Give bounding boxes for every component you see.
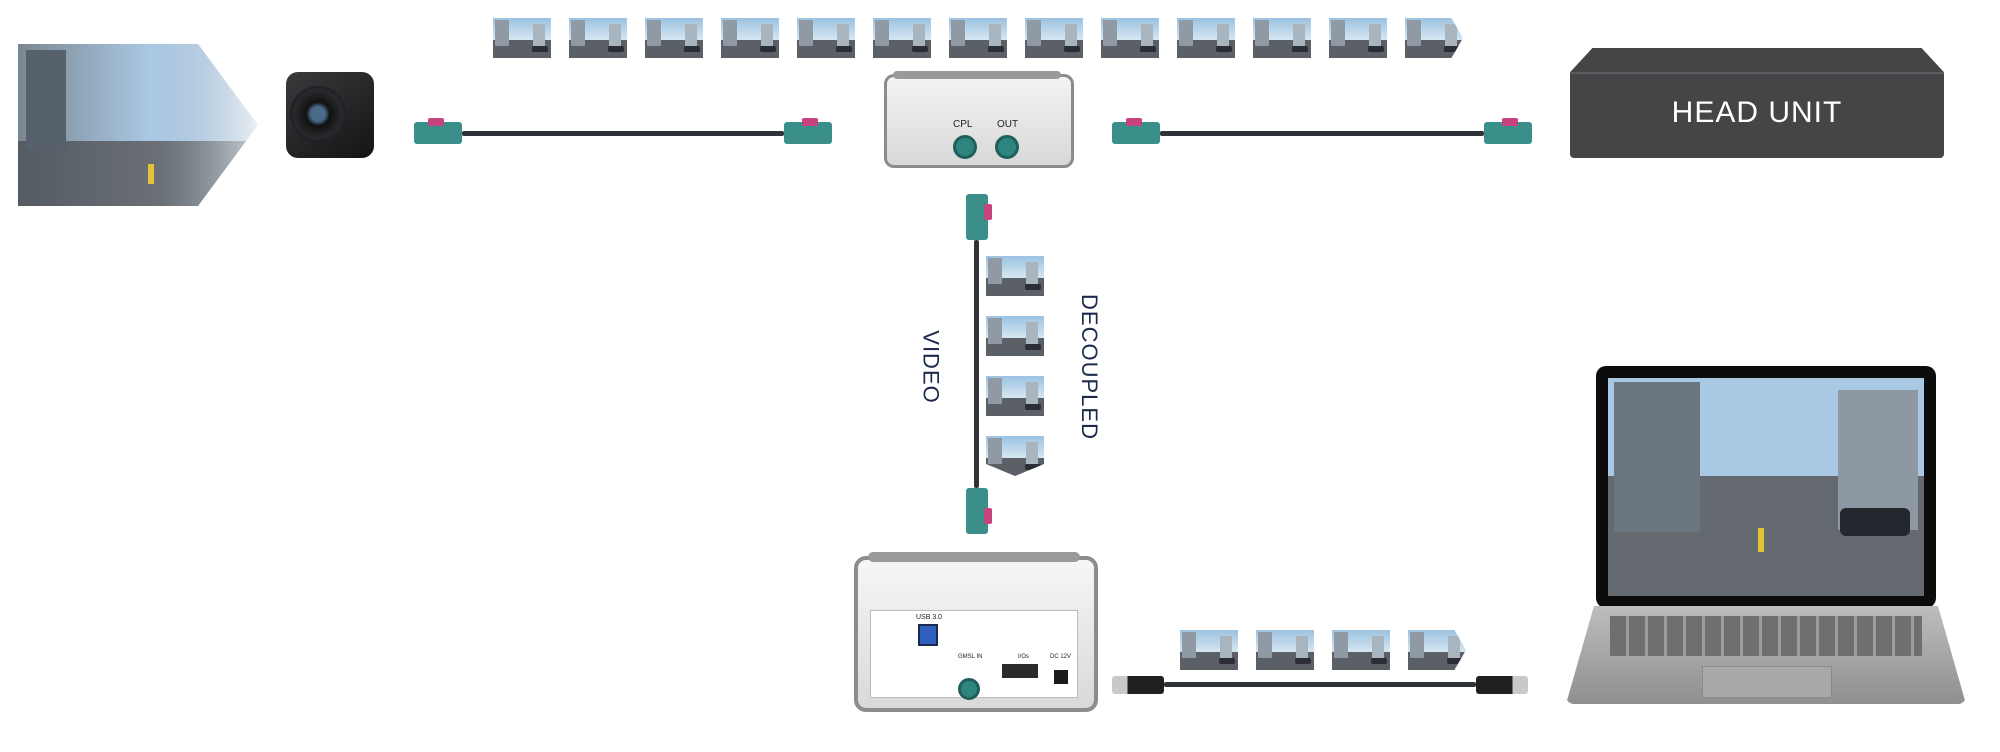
fakra-connector-icon bbox=[966, 194, 992, 240]
capture-device: USB 3.0 GMSL IN I/Os DC 12V bbox=[854, 552, 1098, 712]
frame-thumbnail-icon bbox=[1101, 18, 1159, 58]
port-out-label: OUT bbox=[997, 119, 1019, 130]
fakra-connector-icon bbox=[784, 118, 832, 144]
camera-icon bbox=[286, 72, 374, 158]
frame-thumbnail-icon bbox=[986, 256, 1044, 296]
cable bbox=[1164, 682, 1476, 687]
frame-thumbnail-icon bbox=[949, 18, 1007, 58]
frame-thumbnail-icon bbox=[1405, 18, 1463, 58]
frame-thumbnail-icon bbox=[1332, 630, 1390, 670]
frame-thumbnail-icon bbox=[1025, 18, 1083, 58]
frame-thumbnail-icon bbox=[1256, 630, 1314, 670]
usb-port-icon bbox=[918, 624, 938, 646]
dc-port-icon bbox=[1054, 670, 1068, 684]
frame-thumbnail-icon bbox=[645, 18, 703, 58]
usb-connector-icon bbox=[1112, 676, 1164, 694]
io-terminal-icon bbox=[1002, 664, 1038, 678]
fakra-connector-icon bbox=[1484, 118, 1532, 144]
frame-thumbnail-icon bbox=[569, 18, 627, 58]
frame-thumbnail-icon bbox=[493, 18, 551, 58]
street-scene-image bbox=[18, 44, 258, 206]
frame-thumbnail-icon bbox=[1253, 18, 1311, 58]
io-label: I/Os bbox=[1018, 654, 1030, 660]
cable bbox=[462, 131, 784, 136]
video-label: VIDEO bbox=[918, 330, 944, 404]
frame-thumbnail-icon bbox=[986, 376, 1044, 416]
decoupled-label: DECOUPLED bbox=[1076, 294, 1102, 440]
cable bbox=[974, 240, 979, 488]
cpl-port-icon bbox=[953, 135, 977, 159]
frame-thumbnail-icon bbox=[1177, 18, 1235, 58]
cable bbox=[1160, 131, 1484, 136]
frame-thumbnail-icon bbox=[721, 18, 779, 58]
usb-label: USB 3.0 bbox=[916, 614, 943, 621]
frame-thumbnail-icon bbox=[986, 436, 1044, 476]
dc-label: DC 12V bbox=[1050, 654, 1072, 660]
head-unit-label: HEAD UNIT bbox=[1671, 96, 1843, 129]
usb-connector-icon bbox=[1476, 676, 1528, 694]
head-unit: HEAD UNIT bbox=[1570, 48, 1944, 158]
fakra-connector-icon bbox=[414, 118, 462, 144]
frame-thumbnail-icon bbox=[873, 18, 931, 58]
port-cpl-label: CPL bbox=[953, 119, 973, 130]
frame-thumbnail-icon bbox=[797, 18, 855, 58]
laptop-icon bbox=[1596, 366, 1936, 608]
frame-thumbnail-icon bbox=[986, 316, 1044, 356]
coupler-device: CPL OUT bbox=[884, 71, 1074, 168]
gmsl-label: GMSL IN bbox=[958, 654, 983, 660]
gmsl-port-icon bbox=[958, 678, 980, 700]
fakra-connector-icon bbox=[1112, 118, 1160, 144]
frame-thumbnail-icon bbox=[1329, 18, 1387, 58]
out-port-icon bbox=[995, 135, 1019, 159]
frame-thumbnail-icon bbox=[1408, 630, 1466, 670]
laptop-keyboard bbox=[1566, 606, 1966, 704]
laptop-screen-image bbox=[1608, 378, 1924, 596]
fakra-connector-icon bbox=[966, 488, 992, 534]
frame-thumbnail-icon bbox=[1180, 630, 1238, 670]
